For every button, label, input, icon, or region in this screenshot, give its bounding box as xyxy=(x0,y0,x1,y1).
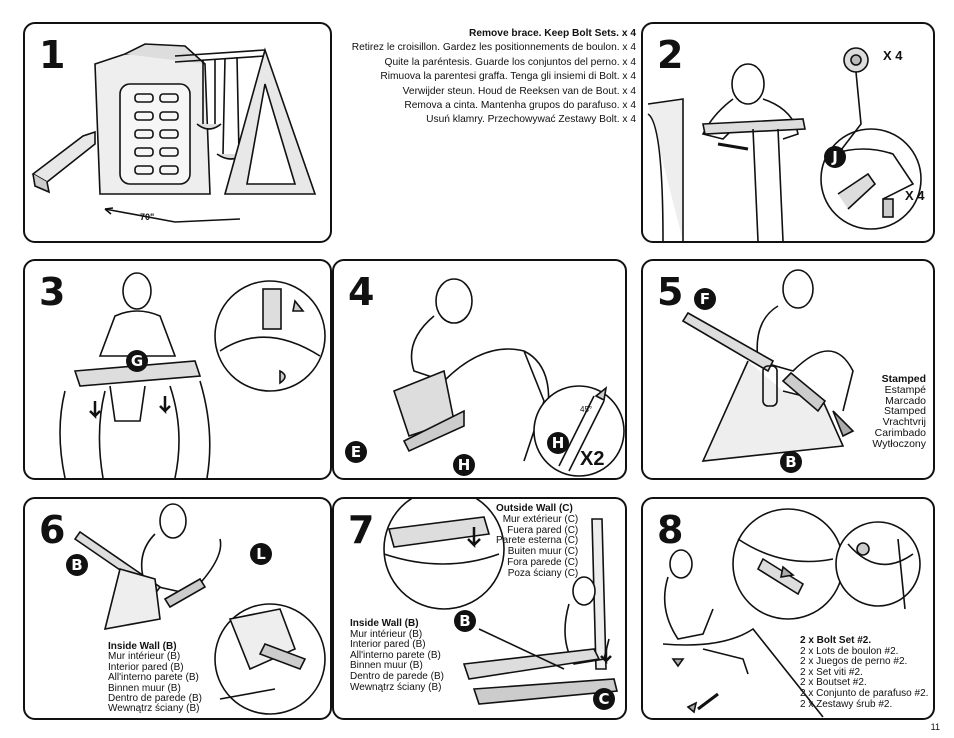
bolt-count-bottom: X 4 xyxy=(905,188,925,203)
stamped-en: Stamped xyxy=(881,373,926,385)
part-letter-b: B xyxy=(459,612,470,630)
inside-wall-es: Interior pared (B) xyxy=(350,639,426,651)
step-number: 7 xyxy=(348,508,375,552)
instruction-es: Quite la paréntesis. Guarde los conjunto… xyxy=(384,56,636,68)
bolt-count-top: X 4 xyxy=(883,48,903,63)
part-letter-h: H xyxy=(458,456,471,474)
part-letter-b: B xyxy=(785,453,796,471)
step-number: 3 xyxy=(39,270,66,314)
stamped-it: Stamped xyxy=(883,405,926,418)
part-letter-c: C xyxy=(598,690,609,708)
clamp-attach-illustration: G xyxy=(59,272,326,478)
outside-wall-pt: Fora parede (C) xyxy=(507,556,579,568)
stamped-nl: Vrachtvrij xyxy=(882,416,926,429)
inside-wall-pl: Wewnątrz ściany (B) xyxy=(350,681,442,693)
instruction-en: Remove brace. Keep Bolt Sets. x 4 xyxy=(468,28,636,39)
bolt-set-en: 2 x Bolt Set #2. xyxy=(800,635,872,646)
outside-wall-es: Fuera pared (C) xyxy=(507,524,579,536)
inside-wall-en: Inside Wall (B) xyxy=(350,618,419,629)
inside-wall-pt: Dentro de parede (B) xyxy=(108,693,202,705)
instruction-it: Rimuova la parentesi graffa. Tenga gli i… xyxy=(380,71,636,83)
page-number: 11 xyxy=(930,722,940,732)
step-number: 1 xyxy=(39,33,66,77)
outside-wall-it: Parete esterna (C) xyxy=(496,535,579,547)
bolt-fastening-illustration xyxy=(662,508,921,718)
step-5-panel: 5 F B Stamped Estampé Marcado Stamped Vr… xyxy=(641,259,935,480)
part-letter-f: F xyxy=(700,290,710,308)
brace-removal-illustration: J xyxy=(647,47,922,241)
inside-wall-pt: Dentro de parede (B) xyxy=(350,670,444,682)
step-1-instructions: Remove brace. Keep Bolt Sets. x 4 Retire… xyxy=(330,28,636,126)
wall-assembly-illustration: B C xyxy=(383,499,619,710)
outside-wall-en: Outside Wall (C) xyxy=(496,503,573,514)
step-number: 6 xyxy=(39,508,66,552)
inside-wall-fr: Mur intérieur (B) xyxy=(350,628,423,640)
outside-wall-fr: Mur extérieur (C) xyxy=(502,513,579,525)
inside-wall-en: Inside Wall (B) xyxy=(108,641,177,652)
inside-wall-labels: Inside Wall (B) Mur intérieur (B) Interi… xyxy=(108,641,202,715)
step-3-panel: 3 G xyxy=(23,259,332,480)
inside-wall-illustration: B L xyxy=(66,503,326,715)
step-number: 2 xyxy=(657,33,684,77)
inside-wall-es: Interior pared (B) xyxy=(108,661,184,673)
inside-wall-labels: Inside Wall (B) Mur intérieur (B) Interi… xyxy=(350,618,444,693)
angle-label: 45° xyxy=(580,405,593,414)
dimension-label: 70" xyxy=(140,212,155,222)
part-letter-e: E xyxy=(351,443,361,461)
step-6-panel: 6 B L Inside Wall (B) Mur intérieur (B) … xyxy=(23,497,332,720)
stamped-pt: Carimbado xyxy=(874,426,926,439)
step-7-panel: 7 B C Outside Wall (C) Mur extérieur (C)… xyxy=(332,497,627,720)
part-letter-j: J xyxy=(831,148,838,166)
playset-illustration xyxy=(31,43,317,223)
inside-wall-it: All'interno parete (B) xyxy=(108,672,199,684)
inside-wall-pl: Wewnątrz ściany (B) xyxy=(108,703,200,715)
callout-letter-h: H xyxy=(552,434,565,452)
step-number: 5 xyxy=(657,270,684,314)
instruction-pt: Remova a cinta. Mantenha grupos do paraf… xyxy=(404,100,636,112)
inside-wall-fr: Mur intérieur (B) xyxy=(108,651,181,663)
bolt-set-nl: 2 x Boutset #2. xyxy=(800,677,867,689)
tube-insertion-illustration: F B xyxy=(681,269,855,473)
outside-wall-labels: Outside Wall (C) Mur extérieur (C) Fuera… xyxy=(496,503,579,580)
inside-wall-nl: Binnen muur (B) xyxy=(108,682,181,694)
instruction-pl: Usuń klamry. Przechowywać Zestawy Bolt. … xyxy=(426,114,636,126)
step-2-panel: 2 J X 4 X 4 xyxy=(641,22,935,243)
instruction-nl: Verwijder steun. Houd de Reeksen van de … xyxy=(402,85,636,97)
bolt-set-es: 2 x Juegos de perno #2. xyxy=(800,656,908,668)
outside-wall-nl: Buiten muur (C) xyxy=(507,546,579,558)
stamped-pl: Wytłoczony xyxy=(872,437,926,450)
crouching-assembly-illustration: E H H xyxy=(345,278,625,477)
stamped-es: Marcado xyxy=(885,394,926,407)
part-letter-l: L xyxy=(256,545,266,563)
bolt-set-it: 2 x Set viti #2. xyxy=(800,666,863,678)
multiplier-label: X2 xyxy=(580,448,605,470)
step-number: 8 xyxy=(657,508,684,552)
outside-wall-pl: Poza ściany (C) xyxy=(507,567,579,579)
step-8-panel: 8 2 x Bolt Set #2. 2 x Lots de boulon #2… xyxy=(641,497,935,720)
stamped-labels: Stamped Estampé Marcado Stamped Vrachtvr… xyxy=(823,374,926,450)
bolt-set-pt: 2 x Conjunto de parafuso #2. xyxy=(800,687,929,699)
bolt-set-pl: 2 x Zestawy śrub #2. xyxy=(800,698,893,710)
step-number: 4 xyxy=(348,270,375,314)
inside-wall-nl: Binnen muur (B) xyxy=(350,660,423,672)
step-1-panel: 1 xyxy=(23,22,332,243)
part-letter-g: G xyxy=(131,352,143,370)
instruction-fr: Retirez le croisillon. Gardez les positi… xyxy=(351,42,636,54)
part-letter-b: B xyxy=(71,556,82,574)
stamped-fr: Estampé xyxy=(884,383,926,396)
step-4-panel: 4 E H H 45° X2 xyxy=(332,259,627,480)
bolt-set-fr: 2 x Lots de boulon #2. xyxy=(800,645,899,657)
bolt-set-labels: 2 x Bolt Set #2. 2 x Lots de boulon #2. … xyxy=(800,635,929,710)
inside-wall-it: All'interno parete (B) xyxy=(350,649,441,661)
